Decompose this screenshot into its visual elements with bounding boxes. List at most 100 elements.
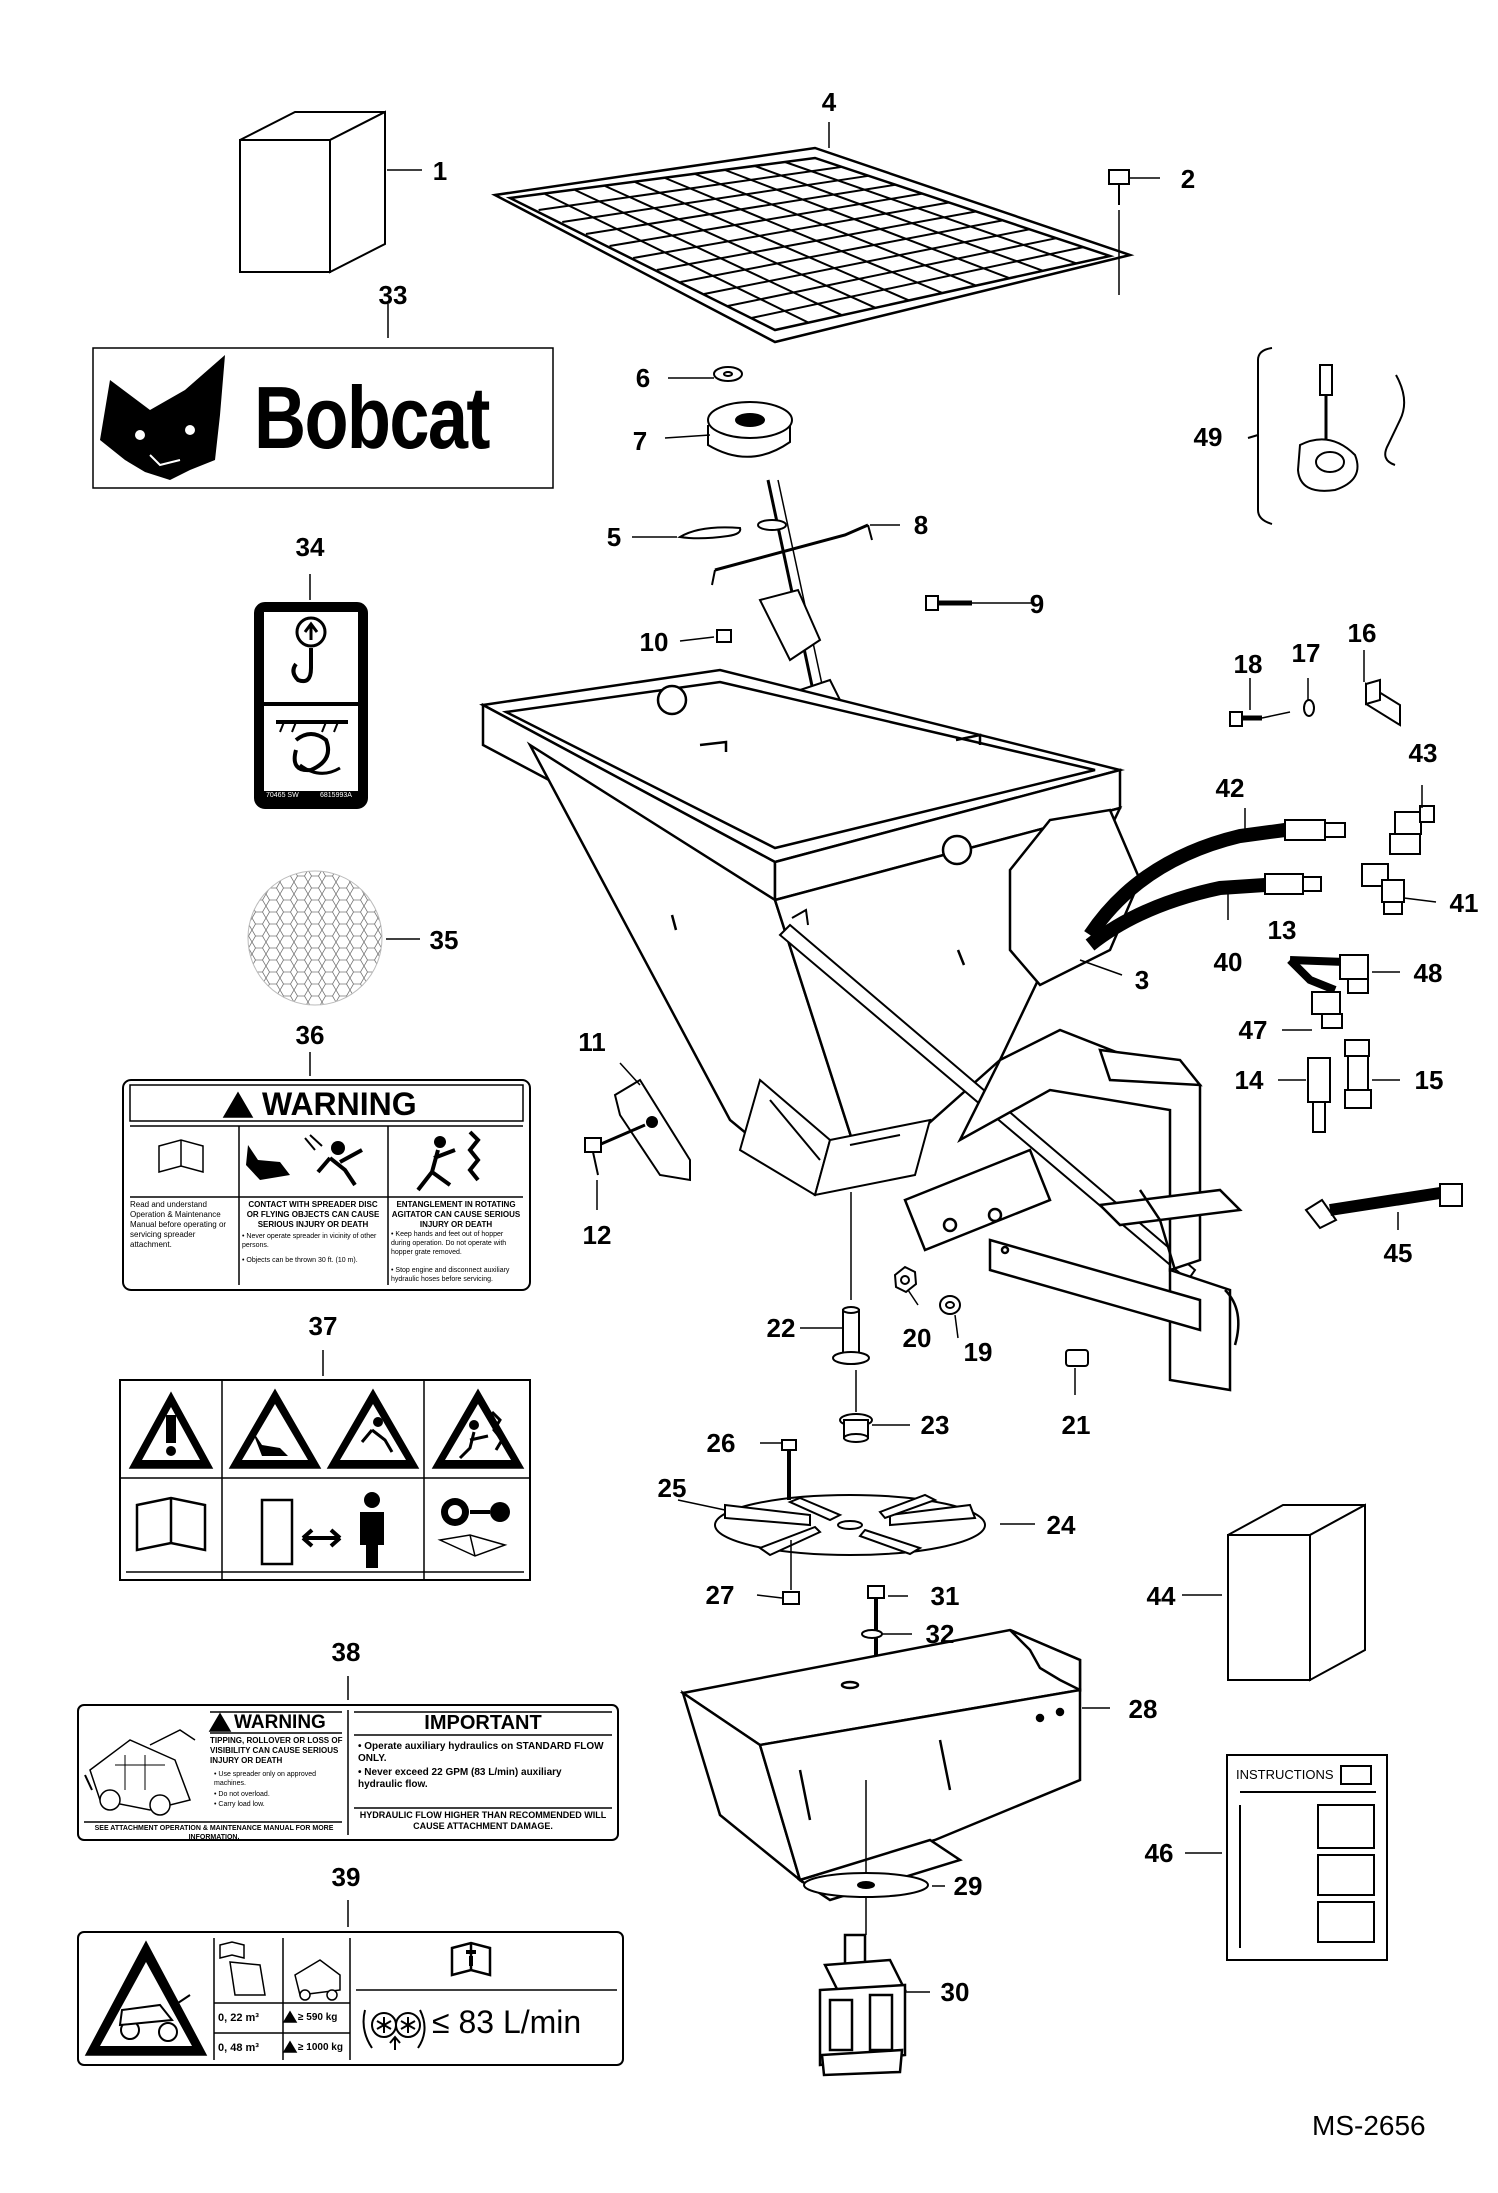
reflector-35-icon (247, 870, 383, 1006)
callout-42: 42 (1215, 773, 1245, 803)
callout-6: 6 (635, 363, 651, 393)
elbow-fitting-41-icon (1361, 863, 1405, 915)
callout-19: 19 (963, 1337, 993, 1367)
baffle-11-icon (613, 1078, 691, 1182)
callout-26: 26 (706, 1428, 736, 1458)
warning-36-col2-b2: • Objects can be thrown 30 ft. (10 m). (242, 1257, 358, 1264)
callout-12: 12 (582, 1220, 612, 1250)
callout-41: 41 (1449, 888, 1479, 918)
callout-43: 43 (1408, 738, 1438, 768)
grate-bar (724, 169, 1010, 280)
drive-plate-29-icon (803, 1780, 929, 1935)
callout-8: 8 (913, 510, 929, 540)
callout-13: 13 (1267, 915, 1297, 945)
grate-bar (574, 189, 843, 317)
elbow-fitting-43-icon (1389, 805, 1435, 855)
grate-bar (633, 201, 950, 259)
callout-22: 22 (766, 1313, 796, 1343)
lock-nut-20-icon (893, 1265, 918, 1294)
callout-3: 3 (1134, 965, 1150, 995)
bearing-7-icon (707, 401, 793, 458)
capacity-flow: ≤ 83 L/min (432, 2004, 582, 2040)
drawing-id: MS-2656 (1312, 2110, 1426, 2141)
important-38-heading: IMPORTANT (424, 1712, 542, 1734)
callout-7: 7 (632, 426, 648, 456)
capacity-vol2: 0, 48 m³ (218, 2042, 259, 2054)
warning-38-tip-b2: • Do not overload. (214, 1791, 270, 1798)
nut-27-icon (782, 1540, 800, 1605)
callout-17: 17 (1291, 638, 1321, 668)
hopper-body-icon (479, 668, 1142, 1192)
bushing-23-icon (839, 1370, 873, 1443)
spinner-guard-28-icon (679, 1628, 1082, 1902)
callout-47: 47 (1238, 1015, 1268, 1045)
warning-36-heading: WARNING (262, 1086, 417, 1122)
capacity-vol1: 0, 22 m³ (218, 2012, 259, 2024)
grate-bar (680, 219, 1003, 283)
lift-point-decal (254, 602, 368, 809)
bolt-18-icon (1229, 711, 1291, 727)
mount-frame-icon (903, 1028, 1243, 1392)
callout-34: 34 (295, 532, 325, 562)
grate-bar (784, 161, 1077, 265)
spinner-disc-24-icon (714, 1493, 986, 1557)
capacity-wt1: ≥ 590 kg (298, 2012, 338, 2023)
warning-36-col2-title: CONTACT WITH SPREADER DISC OR FLYING OBJ… (246, 1200, 380, 1229)
callout-29: 29 (953, 1871, 983, 1901)
hose-45-icon (1304, 1183, 1463, 1230)
grate-bar (694, 173, 977, 287)
washer-17-icon (1303, 699, 1315, 717)
important-38-b1: • Operate auxiliary hydraulics on STANDA… (358, 1741, 604, 1764)
callout-21: 21 (1061, 1410, 1091, 1440)
warning-decal-36 (122, 1079, 531, 1291)
callout-14: 14 (1234, 1065, 1264, 1095)
callout-33: 33 (378, 280, 408, 310)
grate-bar (754, 165, 1044, 272)
important-38-footer: HYDRAULIC FLOW HIGHER THAN RECOMMENDED W… (359, 1810, 607, 1831)
bracket-16-icon (1365, 678, 1401, 727)
hose-40-icon (1085, 873, 1322, 951)
warning-38-footer: SEE ATTACHMENT OPERATION & MAINTENANCE M… (94, 1825, 334, 1841)
grate-bar (538, 165, 842, 211)
callout-15: 15 (1414, 1065, 1444, 1095)
bolt-21-icon (1065, 1349, 1089, 1367)
warning-36-col1: Read and understand Operation & Maintena… (130, 1200, 227, 1249)
callout-39: 39 (331, 1862, 361, 1892)
important-38-b2: • Never exceed 22 GPM (83 L/min) auxilia… (358, 1767, 562, 1790)
coupler-15-icon (1344, 1039, 1372, 1109)
callout-46: 46 (1144, 1838, 1174, 1868)
callout-20: 20 (902, 1323, 932, 1353)
callout-45: 45 (1383, 1238, 1413, 1268)
callout-11: 11 (578, 1027, 606, 1057)
bolt-31-icon (867, 1585, 885, 1660)
coupler-14-icon (1307, 1057, 1331, 1133)
bolt-26-icon (781, 1439, 797, 1500)
callout-16: 16 (1347, 618, 1377, 648)
callout-23: 23 (920, 1410, 950, 1440)
grate-bar (656, 210, 977, 271)
warning-36-col2-b1: • Never operate spreader in vicinity of … (242, 1233, 377, 1249)
washer-19-icon (939, 1295, 961, 1315)
bobcat-logo-text: Bobcat (254, 368, 490, 467)
pin-5-icon (677, 526, 742, 540)
lift-decal-code-right: 6815993A (320, 792, 352, 799)
callout-36: 36 (295, 1020, 325, 1050)
bolt-12-icon (584, 1123, 646, 1176)
callout-35: 35 (429, 925, 459, 955)
callout-5: 5 (606, 522, 622, 552)
callout-49: 49 (1193, 422, 1223, 452)
callout-30: 30 (940, 1977, 970, 2007)
callout-32: 32 (925, 1619, 955, 1649)
elbow-48-icon (1339, 954, 1369, 994)
capacity-wt2: ≥ 1000 kg (298, 2042, 343, 2053)
bolt-2-icon (1108, 169, 1130, 295)
manual-46-icon (1226, 1754, 1388, 1961)
hydraulic-motor-30-icon (818, 1933, 907, 2077)
grate-bar (634, 181, 910, 302)
warning-36-col3-title: ENTANGLEMENT IN ROTATING AGITATOR CAN CA… (391, 1200, 521, 1229)
grate-bar (727, 237, 1057, 307)
hose-42-icon (1084, 819, 1346, 939)
grate-bar (609, 192, 923, 247)
